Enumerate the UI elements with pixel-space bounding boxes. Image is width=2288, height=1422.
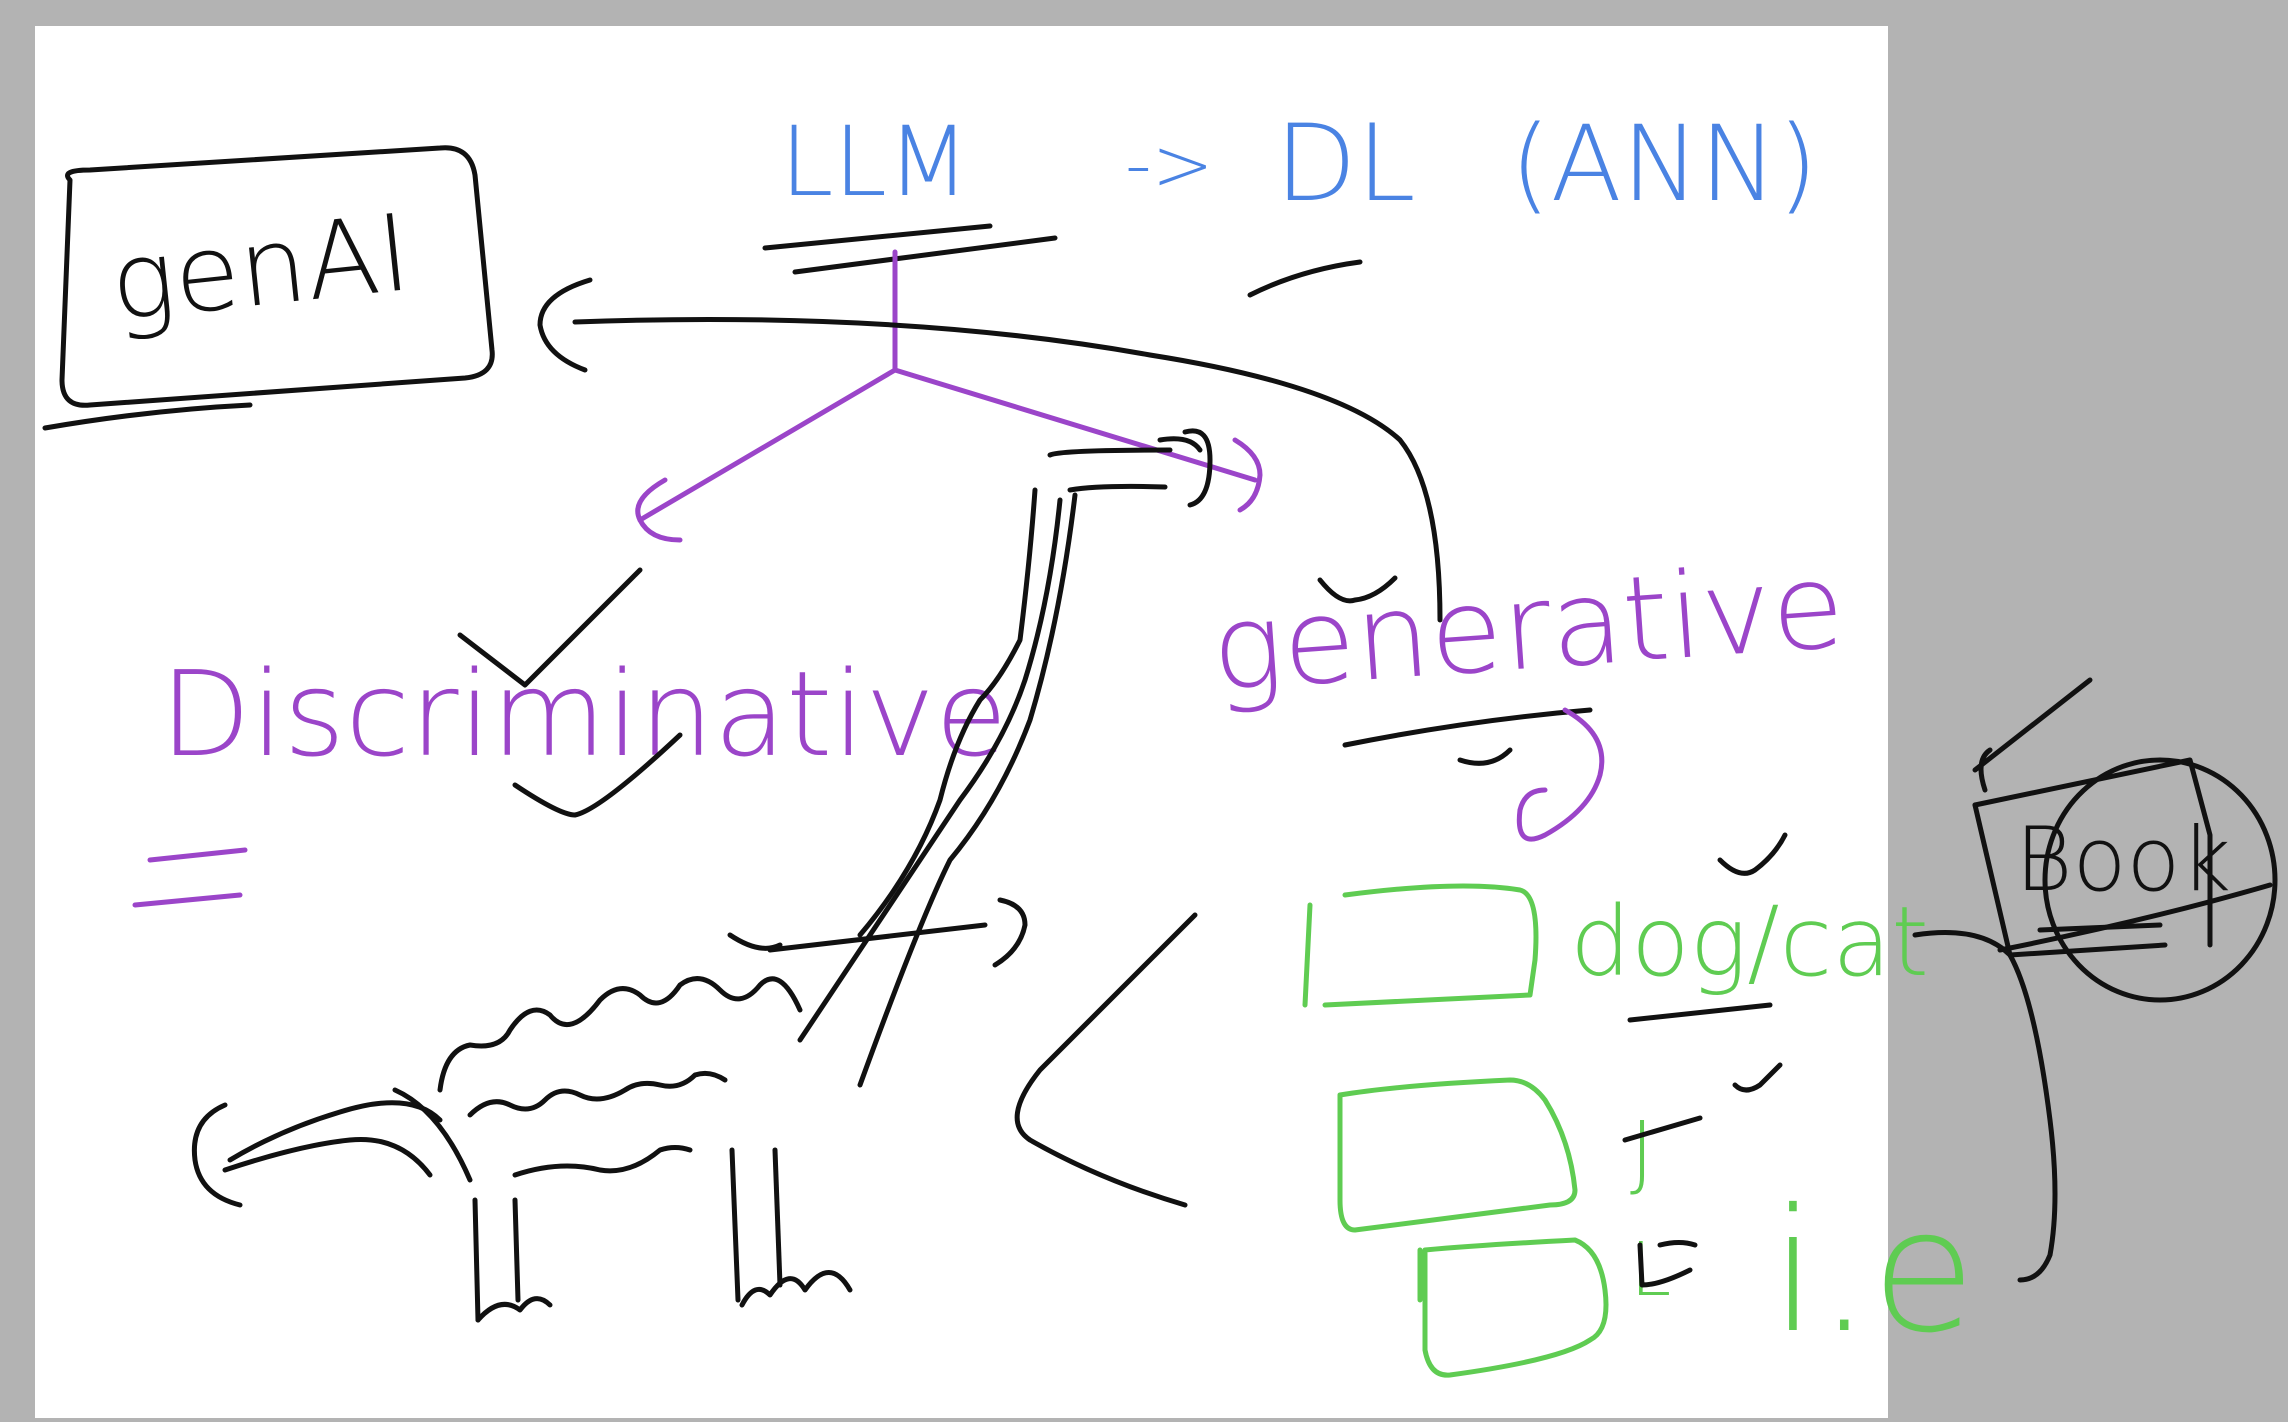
j-mark-label: J	[1630, 1105, 1654, 1200]
ie-label: i.e	[1770, 1173, 1976, 1371]
book-label: Book	[2015, 808, 2231, 911]
green-boxes	[1302, 883, 1609, 1378]
book-doodle	[1912, 677, 2278, 1283]
discriminative-label: Discriminative	[160, 645, 1008, 783]
genai-box	[42, 145, 495, 431]
dl-label: DL	[1275, 102, 1416, 225]
ann-label: (ANN)	[1510, 103, 1818, 225]
genai-label: genAI	[105, 191, 416, 345]
dog-cat-label: dog/cat	[1570, 886, 1929, 998]
arrow-label: ->	[1125, 122, 1214, 208]
dinosaur-doodle	[191, 428, 1213, 1323]
llm-label: LLM	[780, 106, 970, 218]
generative-label: generative	[1207, 536, 1848, 718]
l-mark-label: L	[1630, 1227, 1671, 1313]
resize-corner-icon[interactable]	[1850, 1380, 1888, 1418]
